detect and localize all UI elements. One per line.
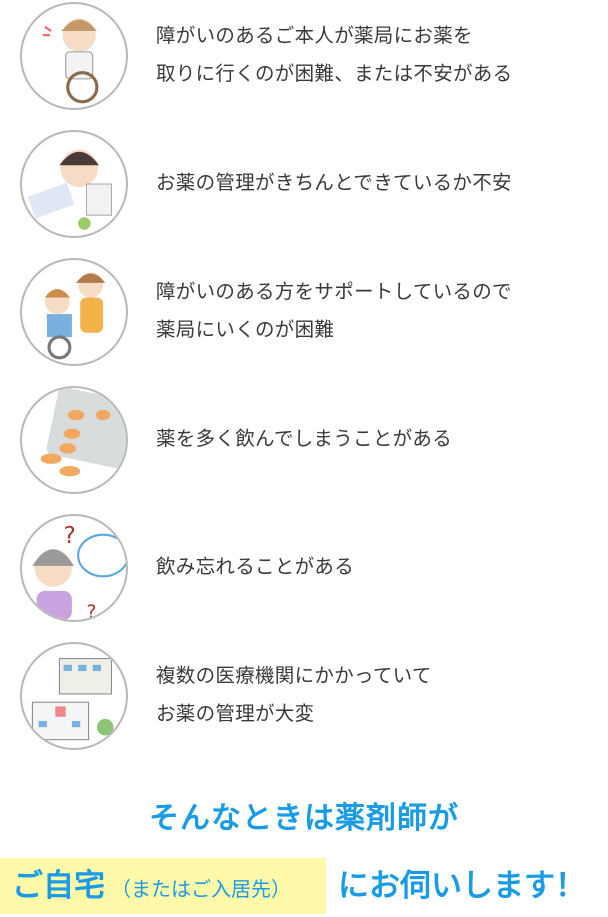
hospitals-icon — [20, 642, 128, 750]
item-text-line: 飲み忘れることがある — [156, 555, 355, 578]
item-text-line: お薬の管理が大変 — [156, 702, 315, 725]
svg-text:?: ? — [86, 602, 96, 620]
pills-icon — [20, 386, 128, 494]
concern-item: 複数の医療機関にかかっていてお薬の管理が大変 — [0, 640, 608, 750]
cta-rest-text: にお伺いします！ — [338, 868, 586, 904]
item-text-line: 複数の医療機関にかかっていて — [156, 664, 432, 687]
item-text-line: 障がいのある方をサポートしているので — [156, 280, 512, 303]
worried-medicine-icon — [20, 130, 128, 238]
wheelchair-person-icon — [20, 2, 128, 110]
concern-item: 障がいのある方をサポートしているので薬局にいくのが困難 — [0, 256, 608, 366]
concern-item: お薬の管理がきちんとできているか不安 — [0, 128, 608, 238]
item-text-line: 薬局にいくのが困難 — [156, 318, 335, 341]
concern-item: 障がいのあるご本人が薬局にお薬を取りに行くのが困難、または不安がある — [0, 0, 608, 110]
caregiver-icon — [20, 258, 128, 366]
concern-item: 薬を多く飲んでしまうことがある — [0, 384, 608, 494]
cta-line: ご自宅（またはご入居先） にお伺いします！ — [0, 858, 608, 914]
item-text-line: 取りに行くのが困難、または不安がある — [156, 62, 513, 85]
item-text-line: 障がいのあるご本人が薬局にお薬を — [156, 24, 473, 47]
highlight-note: （またはご入居先） — [111, 877, 291, 901]
item-text-line: 薬を多く飲んでしまうことがある — [156, 427, 453, 450]
item-text-line: お薬の管理がきちんとできているか不安 — [156, 171, 512, 194]
headline: そんなときは薬剤師が — [149, 801, 459, 836]
highlight-text: ご自宅 — [12, 868, 105, 904]
svg-text:?: ? — [64, 523, 76, 549]
forgetful-elder-icon: ?? — [20, 514, 128, 622]
concern-item: ?? 飲み忘れることがある — [0, 512, 608, 622]
highlight-box: ご自宅（またはご入居先） — [0, 858, 326, 914]
